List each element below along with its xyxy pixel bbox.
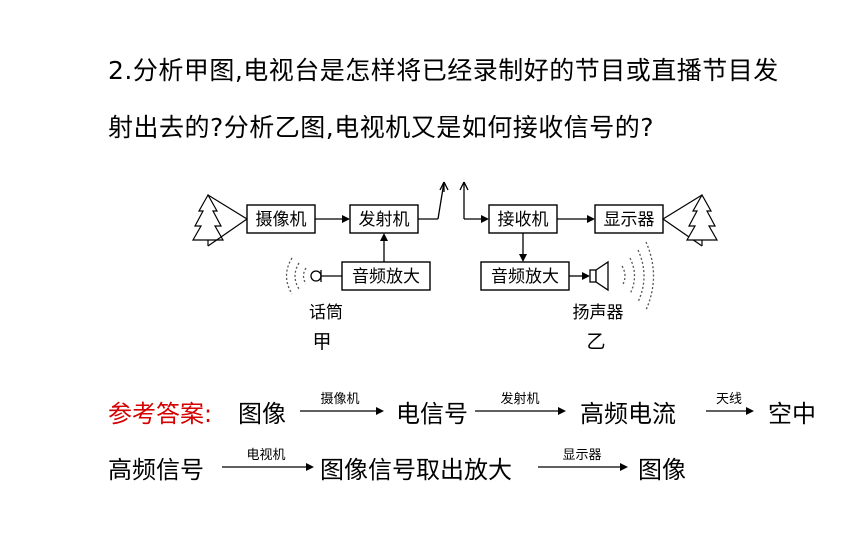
answer-arrows — [222, 407, 754, 471]
arrow-head — [342, 215, 350, 223]
arrow-label-transmitter: 发射机 — [500, 392, 540, 407]
transmitter-label: 发射机 — [359, 210, 410, 230]
arrow-head — [587, 215, 595, 223]
scene-tree-icon — [191, 193, 248, 247]
answer-step-image: 图像 — [238, 400, 286, 428]
answer-label: 参考答案: — [108, 400, 213, 428]
answer-step-hf-signal: 高频信号 — [108, 456, 204, 484]
question-line-1: 2.分析甲图,电视台是怎样将已经录制好的节目或直播节目发 — [108, 56, 779, 85]
audio-amp-jia-box — [341, 261, 431, 291]
camera-box — [246, 204, 316, 234]
speaker-icon — [589, 241, 655, 311]
receive-antenna-icon — [459, 181, 483, 220]
answer-step-hf-current: 高频电流 — [580, 400, 676, 428]
arrow-head — [380, 233, 388, 241]
arrow-head — [519, 254, 527, 262]
arrow-label-tv: 电视机 — [246, 448, 286, 463]
arrow-head — [481, 215, 489, 223]
display-label: 显示器 — [604, 210, 655, 230]
question-line-2: 射出去的?分析乙图,电视机又是如何接收信号的? — [108, 113, 654, 142]
arrow-label-antenna: 天线 — [715, 392, 742, 407]
answer-step-final-image: 图像 — [638, 456, 686, 484]
audio-amp-yi-label: 音频放大 — [491, 267, 559, 287]
speaker-label: 扬声器 — [573, 303, 624, 323]
display-tree-icon — [662, 193, 719, 247]
microphone-label: 话筒 — [309, 303, 343, 323]
answer-step-image-signal-amplify: 图像信号取出放大 — [320, 456, 512, 484]
arrow-label-camera: 摄像机 — [320, 392, 360, 407]
answer-step-electric-signal: 电信号 — [396, 400, 468, 428]
answer-step-air: 空中 — [768, 400, 816, 428]
caption-yi: 乙 — [586, 331, 605, 353]
arrow-label-display: 显示器 — [562, 448, 602, 463]
camera-label: 摄像机 — [256, 210, 307, 230]
caption-jia: 甲 — [312, 331, 331, 353]
transmit-antenna-icon — [418, 181, 449, 220]
microphone-icon — [285, 257, 322, 295]
receiver-label: 接收机 — [498, 210, 549, 230]
arrow-head — [582, 272, 590, 280]
audio-amp-jia-label: 音频放大 — [352, 267, 420, 287]
